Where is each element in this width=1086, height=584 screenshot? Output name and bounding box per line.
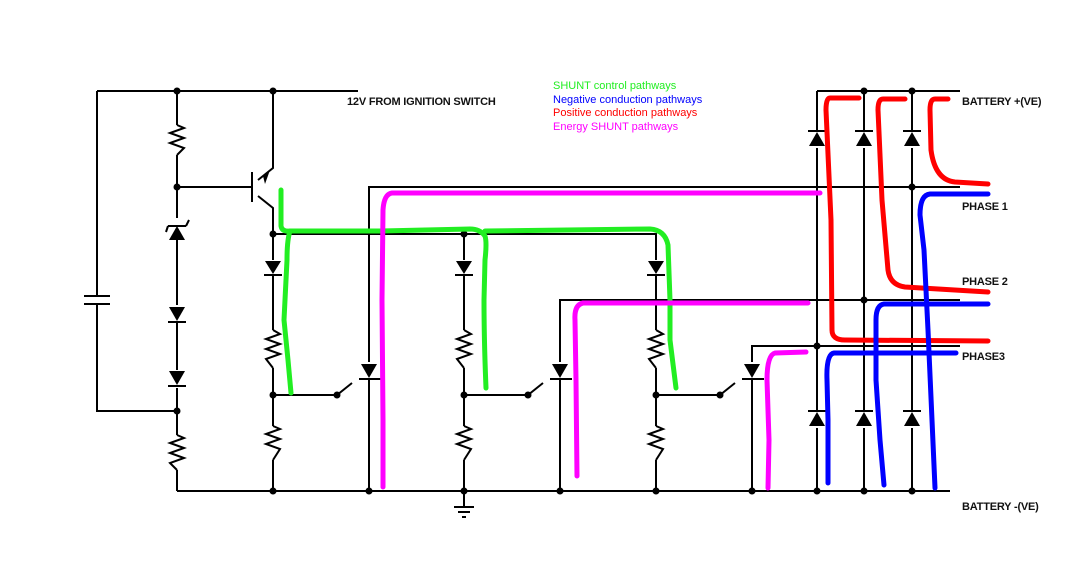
resistor-r5	[454, 329, 474, 369]
bridge-diode-top-2	[855, 130, 873, 146]
capacitor	[84, 295, 110, 305]
gate-1-wire	[273, 382, 353, 396]
resistor-r4	[263, 425, 283, 461]
battery-positive-label: BATTERY +(VE)	[962, 96, 1042, 108]
gate-3-wire	[656, 382, 736, 396]
resistor-r8	[646, 425, 666, 461]
resistors	[167, 124, 666, 471]
legend: SHUNT control pathways Negative conducti…	[553, 80, 702, 134]
phase-3-label: PHASE3	[962, 351, 1005, 363]
scr-3-wire	[751, 345, 960, 491]
scr-2	[550, 364, 572, 380]
energy-shunt-pathways	[379, 190, 823, 491]
gate-2-wire	[464, 382, 544, 396]
resistor-r2	[167, 434, 187, 471]
resistor-r1	[167, 124, 187, 156]
transistor-arrow	[263, 170, 270, 184]
scr-1	[359, 364, 381, 380]
scr-2-wire	[559, 299, 960, 491]
ground-symbol	[454, 491, 474, 518]
resistor-r7	[646, 329, 666, 369]
legend-negative-conduction: Negative conduction pathways	[553, 93, 703, 106]
positive-conduction-pathways	[823, 95, 991, 344]
legend-shunt-control: SHUNT control pathways	[553, 80, 677, 92]
scr-3	[742, 364, 764, 380]
diodes	[165, 130, 921, 426]
resistor-r3	[263, 329, 283, 369]
resistor-r6	[454, 425, 474, 461]
bridge-diode-bottom-1	[808, 410, 826, 426]
bridge-diode-bottom-3	[903, 410, 921, 426]
diode-d1	[168, 307, 186, 323]
driver-column-wire	[257, 91, 274, 491]
capacitor-wire	[96, 91, 177, 412]
diode-d3	[264, 261, 282, 276]
negative-conduction-pathways	[824, 191, 991, 491]
zener-diode	[165, 219, 190, 240]
diode-d4	[455, 261, 473, 276]
legend-positive-conduction: Positive conduction pathways	[553, 107, 698, 119]
diode-d5	[647, 261, 665, 276]
phase-1-label: PHASE 1	[962, 201, 1008, 213]
shunt-control-pathways	[278, 187, 679, 396]
bridge-diode-top-1	[808, 130, 826, 146]
phase-2-label: PHASE 2	[962, 276, 1008, 288]
bridge-diode-top-3	[903, 130, 921, 146]
bridge-diode-bottom-2	[855, 410, 873, 426]
battery-negative-label: BATTERY -(VE)	[962, 501, 1039, 513]
legend-energy-shunt: Energy SHUNT pathways	[553, 120, 679, 133]
scr-1-wire	[368, 186, 817, 491]
supply-label: 12V FROM IGNITION SWITCH	[347, 96, 496, 108]
junction-dots	[173, 87, 916, 495]
diode-d2	[168, 371, 186, 387]
